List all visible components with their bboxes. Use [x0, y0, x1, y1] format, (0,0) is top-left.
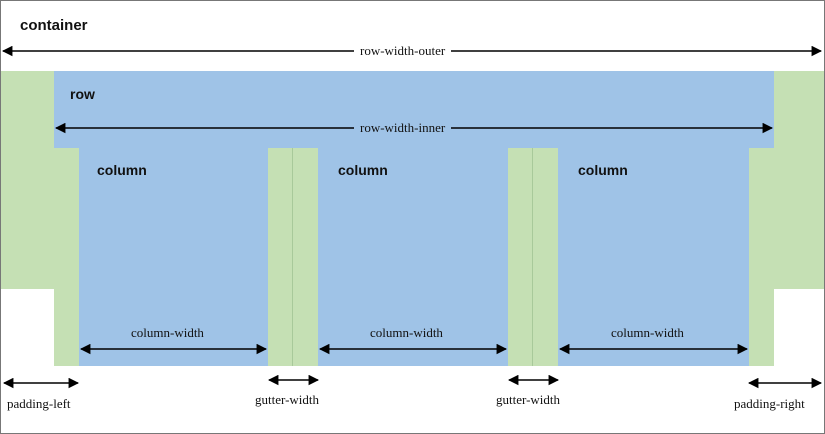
gutter-2-width-label: gutter-width — [496, 392, 561, 407]
column-1-label: column — [97, 162, 147, 178]
column-2-label: column — [338, 162, 388, 178]
column-3-gutter-left — [533, 148, 558, 366]
row-width-outer-label: row-width-outer — [354, 43, 452, 59]
padding-left-label: padding-left — [7, 396, 71, 411]
container-padding-right — [774, 71, 824, 289]
column-3-width-label: column-width — [611, 325, 684, 340]
container-label: container — [20, 17, 88, 34]
container-padding-left — [1, 71, 54, 289]
column-2-gutter-right — [508, 148, 533, 366]
column-1-gutter-right — [268, 148, 293, 366]
column-2-width-label: column-width — [370, 325, 443, 340]
column-1-gutter-left — [54, 148, 79, 366]
column-2-gutter-left — [293, 148, 318, 366]
gutter-1-width-label: gutter-width — [255, 392, 320, 407]
row-label: row — [70, 86, 95, 102]
column-3-label: column — [578, 162, 628, 178]
column-3-gutter-right — [749, 148, 774, 366]
column-1-width-label: column-width — [131, 325, 204, 340]
gutter-divider-2 — [532, 148, 533, 366]
padding-right-label: padding-right — [734, 396, 805, 411]
row-width-inner-label: row-width-inner — [354, 120, 452, 136]
gutter-divider-1 — [292, 148, 293, 366]
